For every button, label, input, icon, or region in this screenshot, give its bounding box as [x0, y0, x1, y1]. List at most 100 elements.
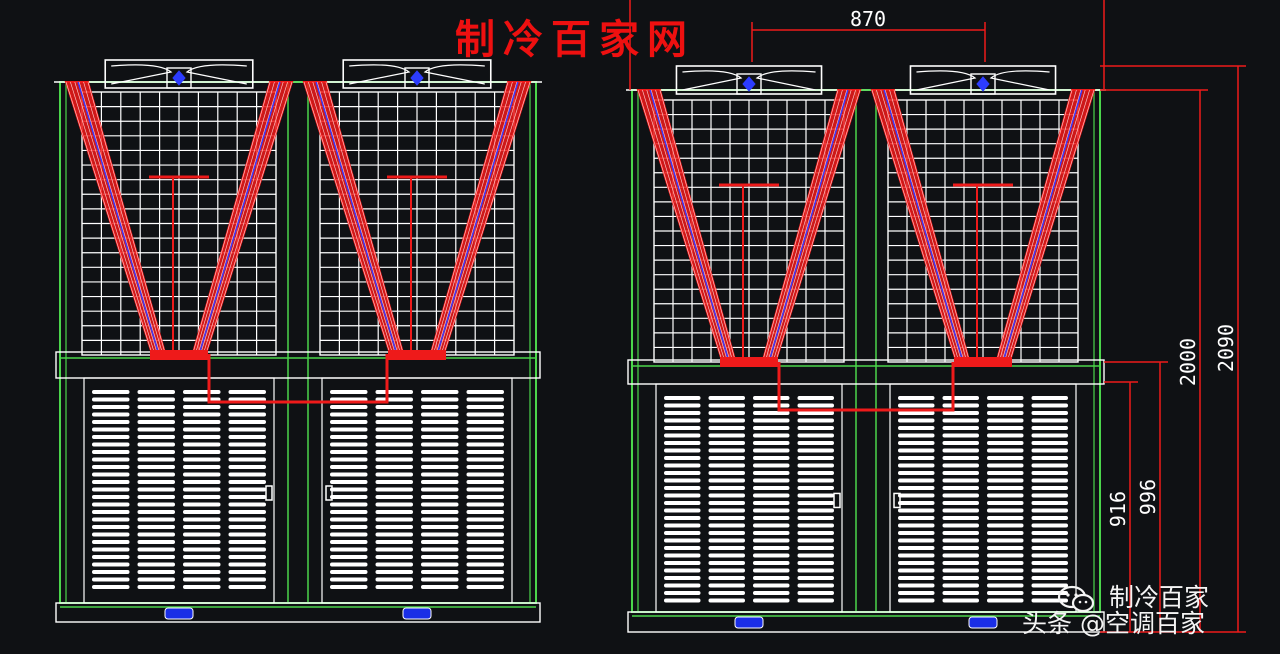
louver-slat [708, 501, 745, 505]
louver-slat [797, 418, 834, 423]
dim-label-996: 996 [1136, 479, 1160, 515]
coil-fin [775, 89, 861, 363]
louver-slat [183, 570, 221, 574]
louver-slat [466, 562, 504, 567]
louver-slat [375, 532, 413, 537]
louver-slat [375, 547, 413, 552]
louver-slat [898, 583, 935, 588]
mid-band [55, 351, 541, 379]
louver-slat [797, 568, 834, 573]
louver-slat [987, 516, 1024, 520]
base-foot [402, 607, 432, 620]
louver-slat [421, 472, 459, 477]
louver-slat [797, 531, 834, 535]
louver-slat [421, 465, 459, 469]
fan-blade [682, 70, 743, 91]
louver-slat [137, 427, 175, 432]
louver-slat [466, 540, 504, 544]
louver-slat [987, 546, 1024, 550]
louver-slat [1031, 546, 1068, 550]
louver-slat [375, 502, 413, 507]
louver-slat [330, 540, 368, 544]
louver-slat [797, 456, 834, 460]
louver-slat [421, 442, 459, 447]
louver-slat [753, 546, 790, 550]
coil-fin [435, 81, 518, 356]
fan-guard [675, 65, 823, 95]
door-handle [325, 485, 333, 501]
louver-slat [898, 523, 935, 528]
louver-slat [92, 420, 130, 424]
chiller-unit-left [54, 59, 542, 623]
louver-slat [466, 517, 504, 522]
louver-slat [942, 508, 979, 513]
louver-slat [753, 523, 790, 528]
louver-slat [421, 540, 459, 544]
louver-slat [375, 525, 413, 529]
louver-slat [92, 457, 130, 462]
louver-slat [375, 510, 413, 514]
base-foot [734, 616, 764, 629]
louver-slat [987, 418, 1024, 423]
louver-slat [987, 433, 1024, 438]
coil-fin [998, 89, 1077, 363]
coil-fin [78, 81, 161, 356]
louver-slat [228, 420, 266, 424]
louver-slat [898, 531, 935, 535]
louver-slat [664, 508, 701, 513]
louver-slat [1031, 433, 1068, 438]
coil-fin [637, 89, 723, 363]
louver-slat [228, 495, 266, 499]
louver-slat [183, 480, 221, 484]
louver-slat [708, 576, 745, 580]
louver-slat [1031, 448, 1068, 453]
louver-slat [421, 450, 459, 454]
louver-slat [92, 412, 130, 417]
louver-slat [708, 591, 745, 595]
louver-slat [797, 463, 834, 468]
louver-slat [228, 487, 266, 492]
louver-slat [898, 418, 935, 423]
louver-slat [987, 576, 1024, 580]
louver-slat [330, 405, 368, 409]
coil-fin [65, 81, 153, 356]
louver-slat [753, 448, 790, 453]
louver-slat [797, 411, 834, 415]
louver-slat [942, 441, 979, 445]
coil-fin [1009, 89, 1095, 363]
louver-slat [466, 502, 504, 507]
louver-slat [92, 510, 130, 514]
louver-slat [92, 465, 130, 469]
louver-slat [797, 403, 834, 408]
louver-slat [137, 547, 175, 552]
fan-blade [111, 64, 173, 85]
louver-slat [898, 568, 935, 573]
louver-slat [898, 463, 935, 468]
louver-slat [664, 433, 701, 438]
louver-slat [797, 516, 834, 520]
louver-slat [330, 570, 368, 574]
louver-slat [1031, 568, 1068, 573]
coil-fin [83, 81, 164, 356]
louver-slat [92, 435, 130, 439]
louver-slat [664, 456, 701, 460]
louver-slat [330, 457, 368, 462]
louver-slat [375, 472, 413, 477]
louver-slat [898, 448, 935, 453]
coil-fin [308, 81, 394, 356]
louver-slat [753, 433, 790, 438]
louver-slat [137, 495, 175, 499]
louver-slat [228, 427, 266, 432]
louver-slat [708, 493, 745, 498]
coil-fin [659, 89, 736, 363]
louver-slat [708, 463, 745, 468]
coil-drain-pan [720, 357, 778, 367]
louver-slat [664, 568, 701, 573]
coil-fin [876, 89, 960, 363]
louver-slat [330, 420, 368, 424]
louver-slat [466, 510, 504, 514]
louver-slat [708, 553, 745, 558]
louver-slat [92, 570, 130, 574]
louver-slat [228, 547, 266, 552]
